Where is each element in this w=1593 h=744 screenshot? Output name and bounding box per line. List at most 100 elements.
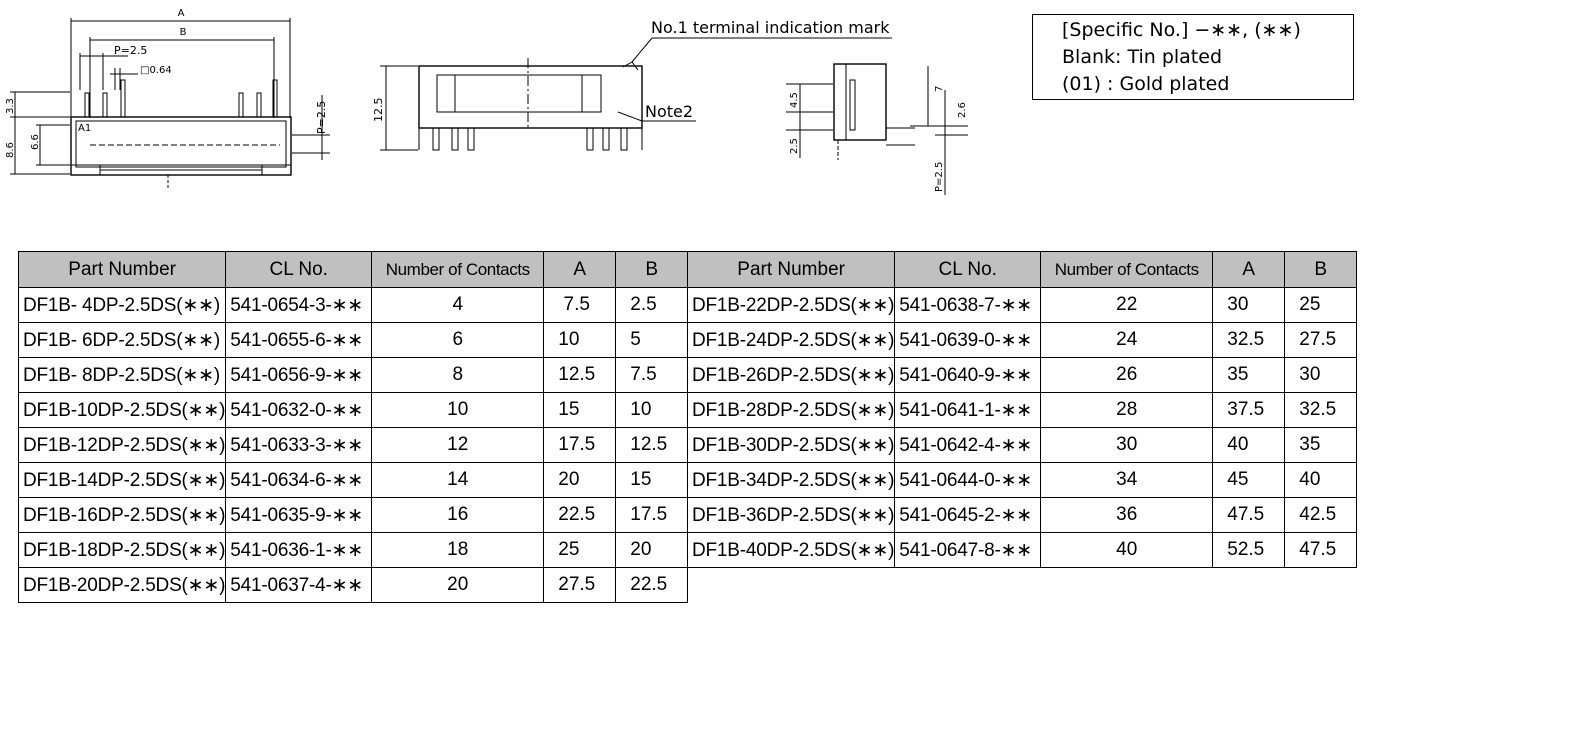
cell-number-of-contacts: 10	[371, 392, 545, 428]
parts-table-left: Part Number CL No. Number of Contacts A …	[17, 251, 689, 603]
cell-b: 17.5	[615, 497, 689, 533]
cell-a: 10	[543, 322, 617, 358]
cell-number-of-contacts: 18	[371, 532, 545, 568]
header-b: B	[1284, 251, 1358, 288]
cell-cl-no: 541-0645-2-∗∗	[894, 497, 1042, 533]
cell-number-of-contacts: 20	[371, 567, 545, 603]
cell-b: 12.5	[615, 427, 689, 463]
cell-number-of-contacts: 24	[1040, 322, 1214, 358]
cell-cl-no: 541-0633-3-∗∗	[225, 427, 373, 463]
terminal-indication-label: No.1 terminal indication mark	[651, 18, 890, 37]
cell-cl-no: 541-0656-9-∗∗	[225, 357, 373, 393]
cell-number-of-contacts: 6	[371, 322, 545, 358]
cell-a: 32.5	[1212, 322, 1286, 358]
cell-cl-no: 541-0654-3-∗∗	[225, 287, 373, 323]
header-number-of-contacts: Number of Contacts	[1040, 251, 1214, 288]
header-a: A	[1212, 251, 1286, 288]
cell-number-of-contacts: 26	[1040, 357, 1214, 393]
cell-cl-no: 541-0635-9-∗∗	[225, 497, 373, 533]
side-2-5-label: 2.5	[789, 138, 800, 154]
cell-number-of-contacts: 12	[371, 427, 545, 463]
spec-line-gold: (01) : Gold plated	[1062, 73, 1230, 95]
cell-a: 27.5	[543, 567, 617, 603]
cell-b: 30	[1284, 357, 1358, 393]
cell-number-of-contacts: 8	[371, 357, 545, 393]
cell-part-number: DF1B- 8DP-2.5DS(∗∗)	[17, 357, 227, 393]
cell-a: 47.5	[1212, 497, 1286, 533]
cell-cl-no: 541-0655-6-∗∗	[225, 322, 373, 358]
cell-a: 22.5	[543, 497, 617, 533]
cell-number-of-contacts: 30	[1040, 427, 1214, 463]
cell-cl-no: 541-0637-4-∗∗	[225, 567, 373, 603]
height-8-6-label: 8.6	[5, 142, 16, 158]
cell-b: 47.5	[1284, 532, 1358, 568]
cell-part-number: DF1B-28DP-2.5DS(∗∗)	[686, 392, 896, 428]
cell-b: 42.5	[1284, 497, 1358, 533]
cell-a: 25	[543, 532, 617, 568]
cell-b: 35	[1284, 427, 1358, 463]
cell-part-number: DF1B-12DP-2.5DS(∗∗)	[17, 427, 227, 463]
cell-cl-no: 541-0641-1-∗∗	[894, 392, 1042, 428]
parts-table-right: Part Number CL No. Number of Contacts A …	[686, 251, 1358, 568]
connector-drawing: A B P=2.5 □0.64 A1 3.3 8.6 6.6 P=2.5 12.…	[5, 8, 968, 195]
cell-a: 20	[543, 462, 617, 498]
cell-b: 15	[615, 462, 689, 498]
cell-a: 12.5	[543, 357, 617, 393]
pitch-right-label: P=2.5	[315, 101, 328, 134]
spec-line-tin: Blank: Tin plated	[1062, 46, 1223, 68]
cell-cl-no: 541-0640-9-∗∗	[894, 357, 1042, 393]
cell-cl-no: 541-0647-8-∗∗	[894, 532, 1042, 568]
cell-cl-no: 541-0634-6-∗∗	[225, 462, 373, 498]
cell-cl-no: 541-0632-0-∗∗	[225, 392, 373, 428]
cell-cl-no: 541-0642-4-∗∗	[894, 427, 1042, 463]
cell-b: 27.5	[1284, 322, 1358, 358]
cell-part-number: DF1B-36DP-2.5DS(∗∗)	[686, 497, 896, 533]
cell-part-number: DF1B-18DP-2.5DS(∗∗)	[17, 532, 227, 568]
side-4-5-label: 4.5	[789, 92, 800, 108]
cell-b: 25	[1284, 287, 1358, 323]
dim-a-label: A	[178, 8, 185, 19]
cell-a: 7.5	[543, 287, 617, 323]
side-7-label: 7	[934, 86, 945, 92]
side-2-6-label: 2.6	[957, 102, 968, 118]
cell-part-number: DF1B-14DP-2.5DS(∗∗)	[17, 462, 227, 498]
cell-cl-no: 541-0639-0-∗∗	[894, 322, 1042, 358]
cell-b: 40	[1284, 462, 1358, 498]
cell-part-number: DF1B-30DP-2.5DS(∗∗)	[686, 427, 896, 463]
table-header-row: Part Number CL No. Number of Contacts A …	[686, 251, 1358, 288]
cell-number-of-contacts: 4	[371, 287, 545, 323]
cell-b: 2.5	[615, 287, 689, 323]
header-part-number: Part Number	[686, 251, 896, 288]
cell-cl-no: 541-0644-0-∗∗	[894, 462, 1042, 498]
cell-b: 32.5	[1284, 392, 1358, 428]
cell-a: 52.5	[1212, 532, 1286, 568]
cell-part-number: DF1B-34DP-2.5DS(∗∗)	[686, 462, 896, 498]
cell-number-of-contacts: 36	[1040, 497, 1214, 533]
cell-part-number: DF1B- 6DP-2.5DS(∗∗)	[17, 322, 227, 358]
pin-size-label: □0.64	[140, 65, 172, 76]
pitch-top-label: P=2.5	[114, 44, 147, 57]
cell-a: 35	[1212, 357, 1286, 393]
cell-part-number: DF1B-10DP-2.5DS(∗∗)	[17, 392, 227, 428]
cell-a: 37.5	[1212, 392, 1286, 428]
spec-line-specific-no: [Specific No.] −∗∗, (∗∗)	[1062, 19, 1301, 41]
cell-part-number: DF1B-20DP-2.5DS(∗∗)	[17, 567, 227, 603]
cell-number-of-contacts: 22	[1040, 287, 1214, 323]
header-part-number: Part Number	[17, 251, 227, 288]
cell-number-of-contacts: 16	[371, 497, 545, 533]
cell-part-number: DF1B-22DP-2.5DS(∗∗)	[686, 287, 896, 323]
height-6-6-label: 6.6	[30, 134, 41, 150]
